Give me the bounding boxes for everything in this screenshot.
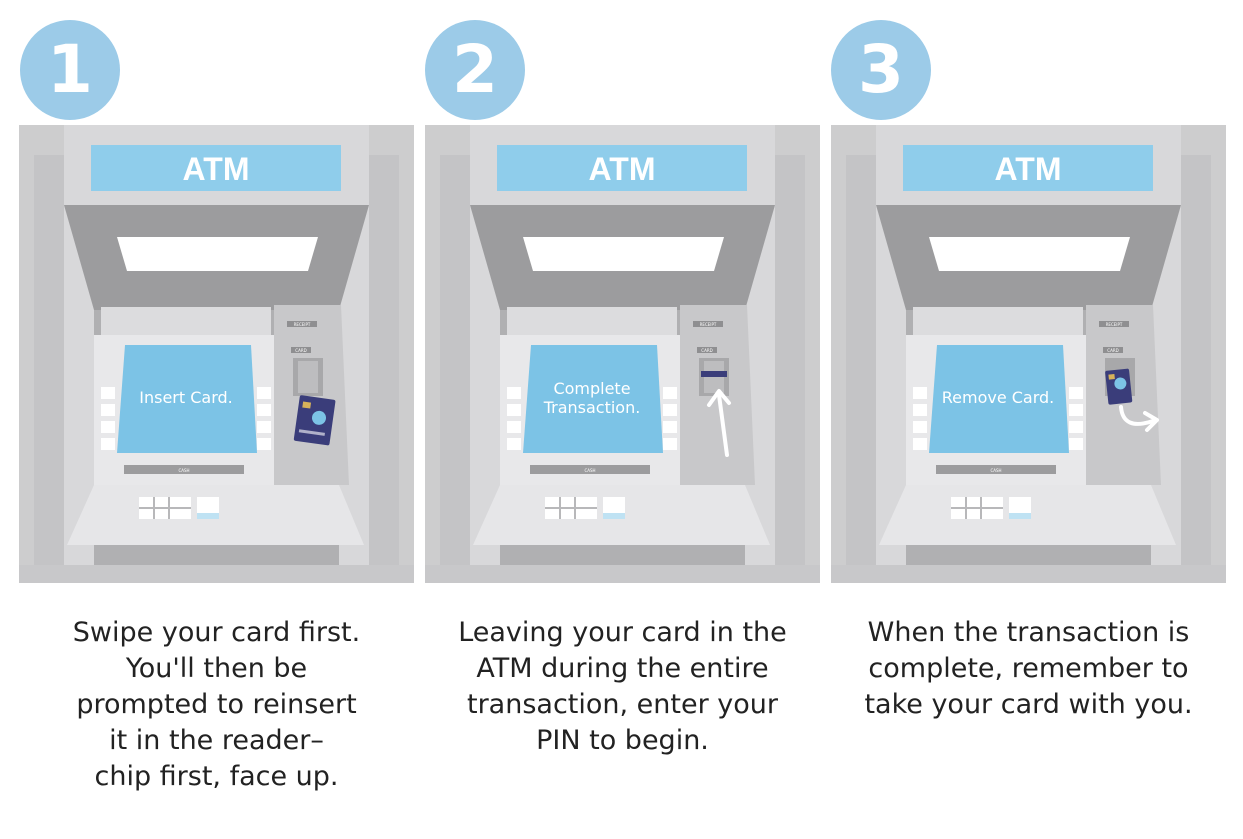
atm-sign (903, 145, 1153, 191)
atm-screen-text: Insert Card. (139, 388, 233, 407)
atm-machine-drawing: ATM Complete Transaction. CASH RECEIPT C… (425, 125, 820, 583)
curved-arrow-icon (1119, 405, 1159, 432)
step-caption: Swipe your card first. You'll then be pr… (72, 617, 361, 792)
cash-label: CASH (990, 468, 1001, 473)
atm-illustration: ATM Insert Card. CASH RECEIPT CARD (19, 125, 414, 583)
step-caption: Leaving your card in the ATM during the … (458, 617, 787, 756)
step-2: 2 ATM Complete Transaction. CASH (425, 0, 820, 839)
atm-machine-drawing: ATM Remove Card. CASH RECEIPT CARD (831, 125, 1226, 583)
step-number-badge: 1 (20, 20, 120, 120)
cash-slot (124, 465, 244, 474)
atm-screen (117, 345, 257, 453)
cash-label: CASH (584, 468, 595, 473)
cash-slot (530, 465, 650, 474)
atm-sign-label: ATM (995, 151, 1062, 187)
cash-slot (936, 465, 1056, 474)
card-slot-label: CARD (701, 348, 712, 353)
atm-sign-label: ATM (183, 151, 250, 187)
bank-card (1105, 368, 1133, 405)
atm-sign (91, 145, 341, 191)
up-arrow-icon (707, 389, 731, 457)
atm-illustration: ATM Complete Transaction. CASH RECEIPT C… (425, 125, 820, 583)
inserted-card (701, 371, 727, 377)
cash-label: CASH (178, 468, 189, 473)
atm-illustration: ATM Remove Card. CASH RECEIPT CARD (831, 125, 1226, 583)
atm-screen (523, 345, 663, 453)
receipt-slot (1099, 321, 1129, 327)
receipt-label: RECEIPT (1106, 322, 1123, 327)
card-slot-label: CARD (1107, 348, 1118, 353)
atm-sign (497, 145, 747, 191)
card-slot-label: CARD (295, 348, 306, 353)
step-3: 3 ATM Remove Card. CASH REC (831, 0, 1226, 839)
receipt-label: RECEIPT (700, 322, 717, 327)
atm-screen-text: Remove Card. (942, 388, 1055, 407)
atm-screen-text-line-1: Complete (553, 379, 630, 398)
receipt-slot (693, 321, 723, 327)
step-number-badge: 3 (831, 20, 931, 120)
receipt-slot (287, 321, 317, 327)
step-caption: When the transaction is complete, rememb… (864, 617, 1193, 720)
atm-sign-label: ATM (589, 151, 656, 187)
atm-screen-text-line-2: Transaction. (543, 398, 641, 417)
receipt-label: RECEIPT (294, 322, 311, 327)
bank-card (293, 395, 336, 446)
step-1: 1 ATM Insert Card. CASH REC (19, 0, 414, 839)
atm-screen (929, 345, 1069, 453)
atm-machine-drawing: ATM Insert Card. CASH RECEIPT CARD (19, 125, 414, 583)
step-number-badge: 2 (425, 20, 525, 120)
